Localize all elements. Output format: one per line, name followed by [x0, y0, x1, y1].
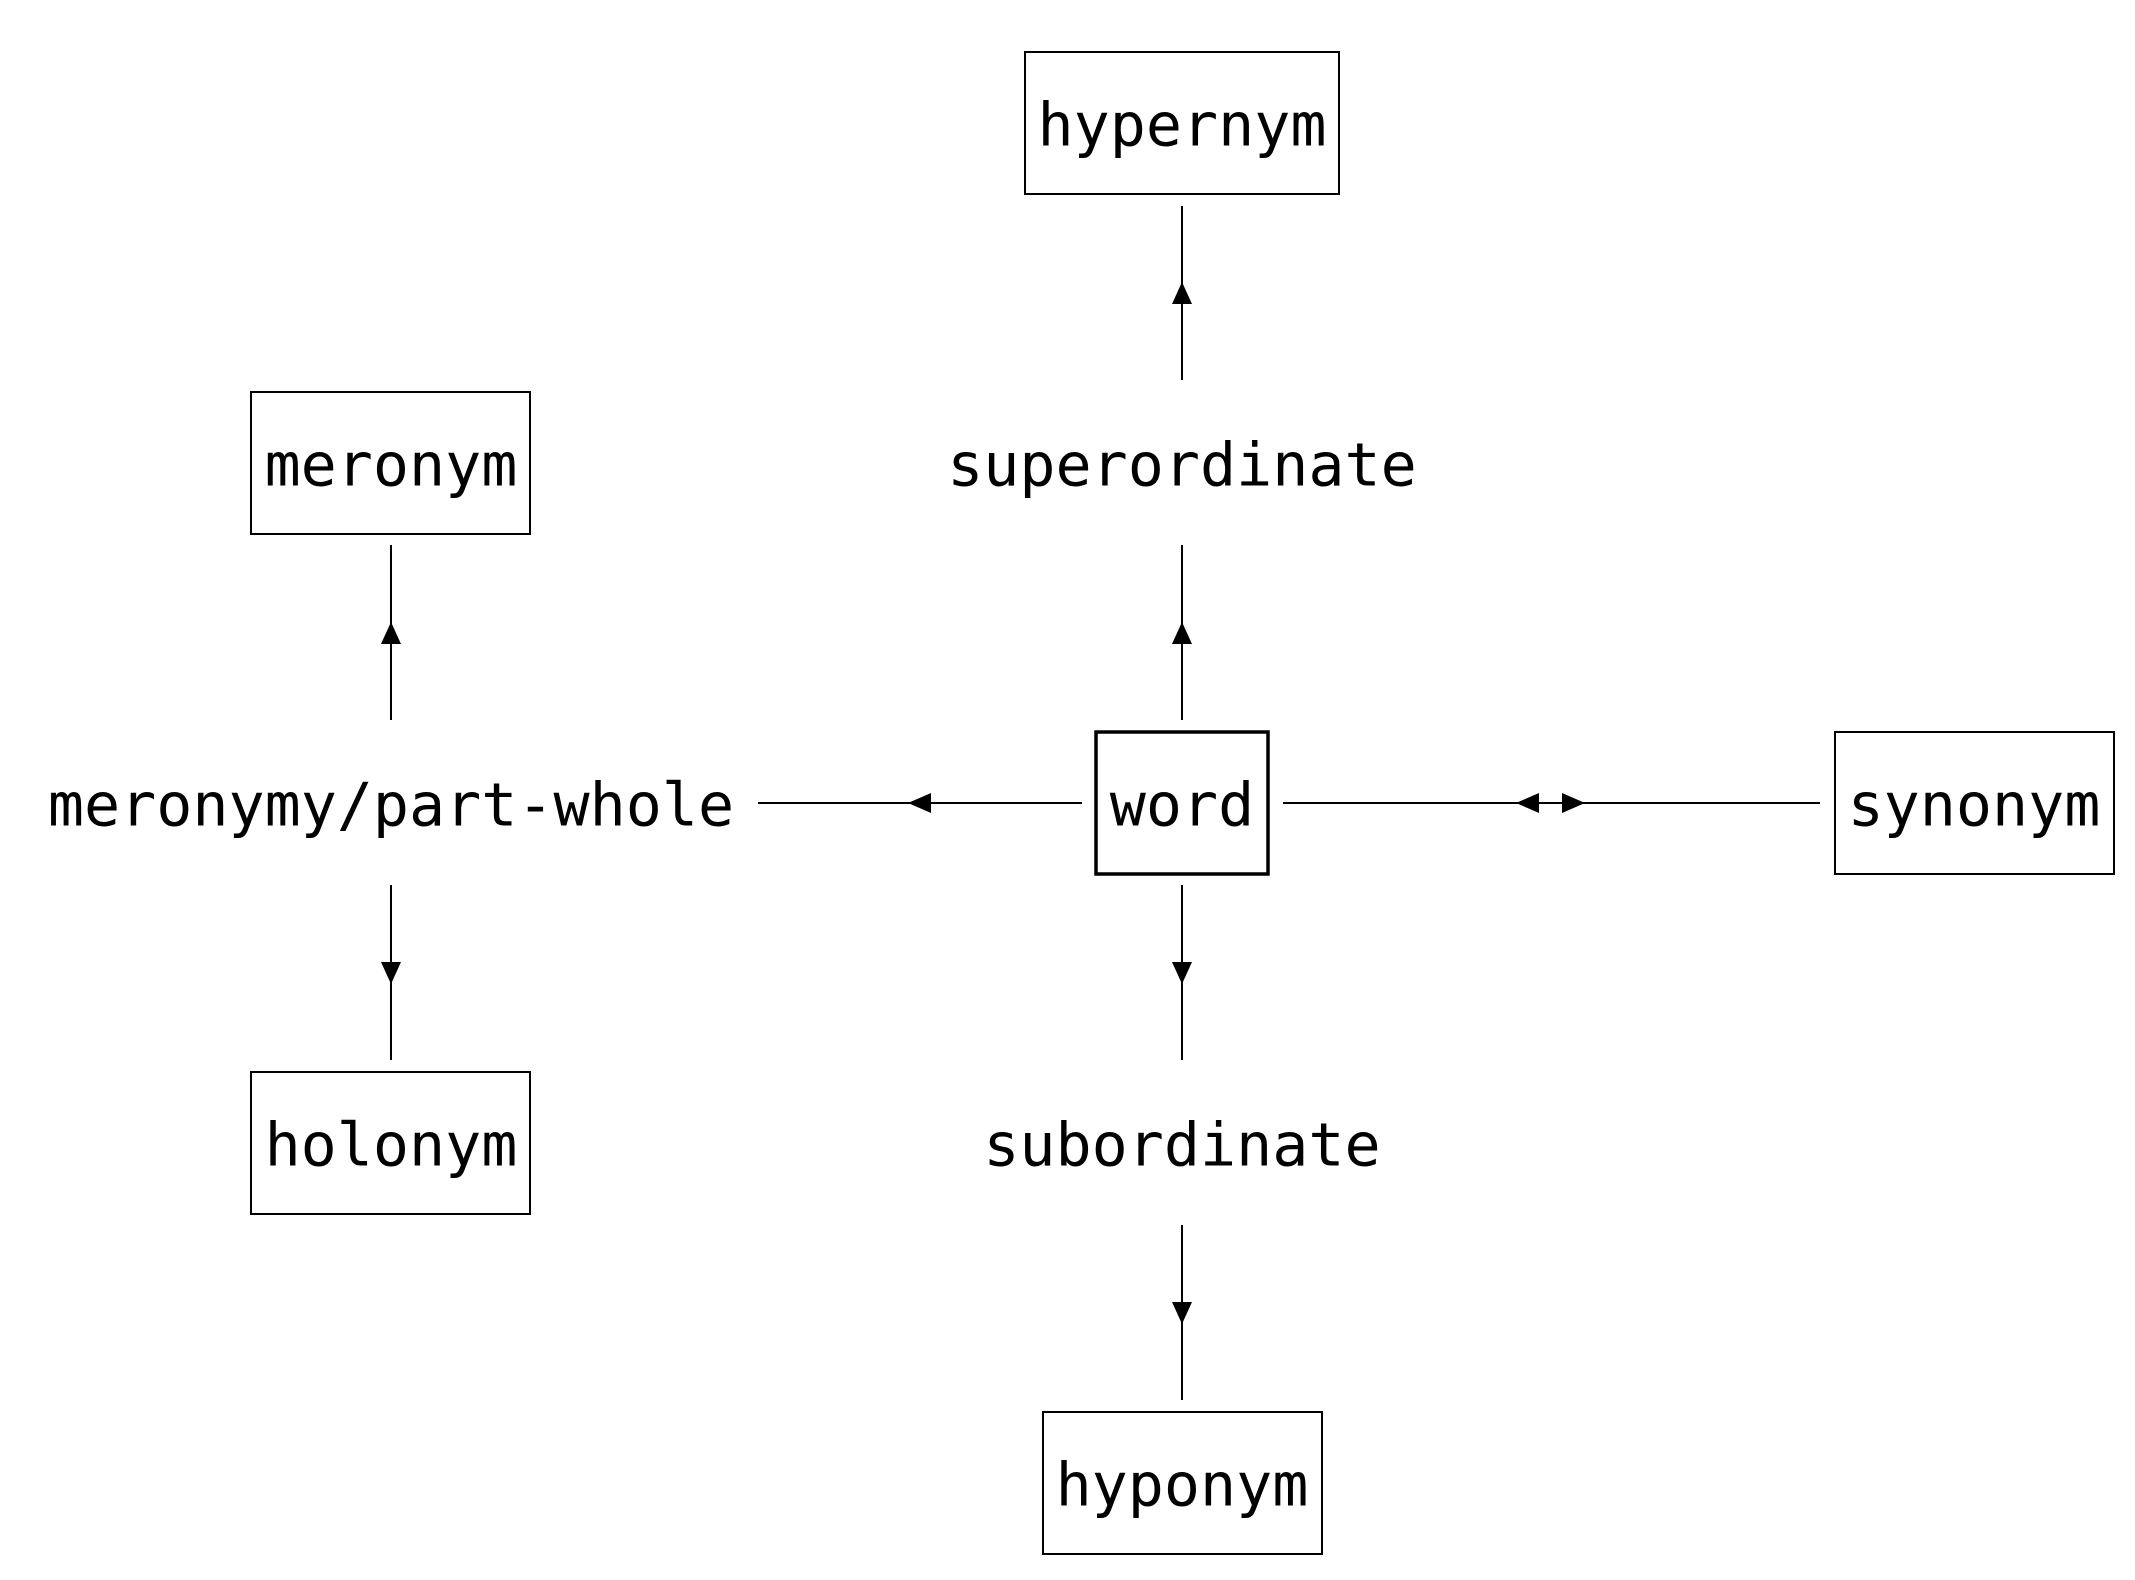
- node-synonym: synonym: [1834, 731, 2115, 875]
- node-meronymy-part-whole: meronymy/part-whole: [48, 771, 734, 841]
- subordinate-label: subordinate: [983, 1111, 1380, 1181]
- holonym-box: [250, 1071, 531, 1215]
- hyponym-label: hyponym: [1056, 1451, 1309, 1521]
- arrowhead-hypernym: [1172, 282, 1192, 304]
- arrowhead-superordinate: [1172, 622, 1192, 644]
- meronym-box: [250, 391, 531, 535]
- arrowhead-synonym-left: [1516, 793, 1539, 813]
- superordinate-label: superordinate: [947, 431, 1417, 501]
- word-label: word: [1110, 771, 1255, 841]
- hyponym-box: [1042, 1411, 1323, 1555]
- node-holonym: holonym: [250, 1071, 531, 1215]
- arrowhead-synonym-right: [1562, 793, 1585, 813]
- edges: [381, 206, 1820, 1400]
- word-box: [1094, 730, 1270, 876]
- node-hyponym: hyponym: [1042, 1411, 1323, 1555]
- arrowhead-meronymy: [908, 793, 931, 813]
- node-hypernym: hypernym: [1024, 51, 1340, 195]
- synonym-box: [1834, 731, 2115, 875]
- node-subordinate: subordinate: [983, 1111, 1380, 1181]
- arrowhead-subordinate: [1172, 962, 1192, 984]
- meronymy-part-whole-label: meronymy/part-whole: [48, 771, 734, 841]
- hypernym-box: [1024, 51, 1340, 195]
- arrowhead-hyponym: [1172, 1302, 1192, 1324]
- hypernym-label: hypernym: [1038, 91, 1327, 161]
- synonym-label: synonym: [1848, 771, 2101, 841]
- arrowhead-holonym: [381, 962, 401, 984]
- arrowhead-meronym: [381, 622, 401, 644]
- node-superordinate: superordinate: [947, 431, 1417, 501]
- meronym-label: meronym: [265, 431, 518, 501]
- holonym-label: holonym: [265, 1111, 518, 1181]
- node-word: word: [1094, 730, 1270, 876]
- node-meronym: meronym: [250, 391, 531, 535]
